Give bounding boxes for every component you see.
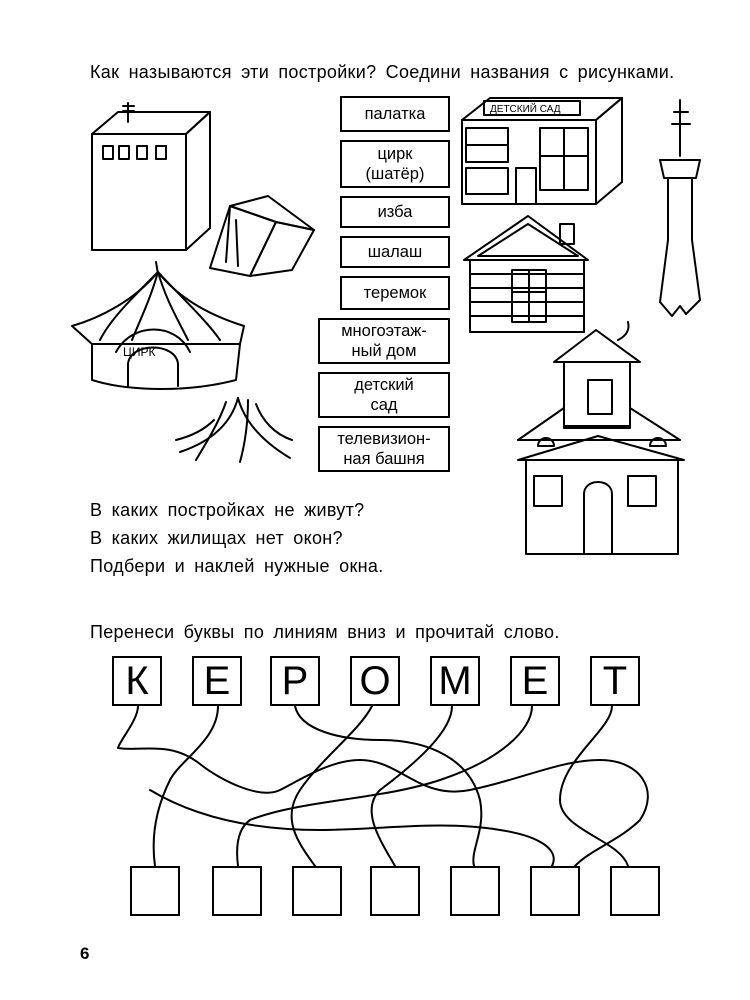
name-card-label: палатка: [364, 105, 426, 123]
name-card-multistorey[interactable]: многоэтаж- ный дом: [318, 318, 450, 364]
name-card-kindergarten[interactable]: детский сад: [318, 372, 450, 418]
letter-box-2: Е: [192, 656, 242, 706]
letter-box-7: Т: [590, 656, 640, 706]
answer-box-5[interactable]: [450, 866, 500, 916]
letter: К: [125, 659, 149, 703]
answer-box-4[interactable]: [370, 866, 420, 916]
kindergarten-picture[interactable]: ДЕТСКИЙ САД: [461, 97, 623, 205]
name-card-izba[interactable]: изба: [340, 196, 450, 228]
name-card-label: детский сад: [354, 376, 414, 414]
letter-box-3: Р: [270, 656, 320, 706]
answer-box-7[interactable]: [610, 866, 660, 916]
answer-box-3[interactable]: [292, 866, 342, 916]
letter-box-5: М: [430, 656, 480, 706]
shalash-picture[interactable]: [175, 397, 293, 463]
name-card-teremok[interactable]: теремок: [340, 276, 450, 310]
letter-box-4: О: [350, 656, 400, 706]
letter: Е: [521, 659, 549, 703]
circus-sign: ЦИРК: [123, 345, 156, 359]
name-card-label: шалаш: [367, 243, 423, 261]
name-card-circus[interactable]: цирк (шатёр): [340, 140, 450, 188]
multistorey-building-picture[interactable]: [91, 102, 211, 251]
tv-tower-picture[interactable]: [659, 99, 701, 317]
letter-maze-lines: [117, 705, 649, 867]
letter: Р: [281, 659, 309, 703]
name-card-label: теремок: [363, 284, 427, 302]
name-card-label: изба: [377, 203, 413, 221]
task2-question-3: Подбери и наклей нужные окна.: [90, 556, 384, 576]
task2-question-1: В каких постройках не живут?: [90, 500, 365, 520]
answer-box-2[interactable]: [212, 866, 262, 916]
name-card-tent[interactable]: палатка: [340, 96, 450, 132]
tent-picture[interactable]: [209, 195, 315, 277]
name-card-label: телевизион- ная башня: [337, 430, 431, 468]
kindergarten-sign: ДЕТСКИЙ САД: [490, 102, 561, 115]
teremok-picture[interactable]: [517, 321, 685, 555]
letter: М: [438, 659, 472, 703]
task3-instruction: Перенеси буквы по линиям вниз и прочитай…: [90, 622, 560, 642]
page-number: 6: [80, 944, 90, 963]
letter-box-1: К: [112, 656, 162, 706]
izba-picture[interactable]: [463, 215, 589, 333]
name-card-tv-tower[interactable]: телевизион- ная башня: [318, 426, 450, 472]
answer-box-6[interactable]: [530, 866, 580, 916]
name-card-label: многоэтаж- ный дом: [341, 322, 427, 360]
answer-box-1[interactable]: [130, 866, 180, 916]
name-card-shalash[interactable]: шалаш: [340, 236, 450, 268]
circus-tent-picture[interactable]: ЦИРК: [71, 261, 245, 390]
task1-question: Как называются эти постройки? Соедини на…: [90, 62, 675, 82]
task2-question-2: В каких жилищах нет окон?: [90, 528, 343, 548]
letter-box-6: Е: [510, 656, 560, 706]
name-card-label: цирк (шатёр): [365, 145, 425, 183]
letter: Е: [203, 659, 231, 703]
letter: О: [359, 659, 391, 703]
letter: Т: [602, 659, 628, 703]
